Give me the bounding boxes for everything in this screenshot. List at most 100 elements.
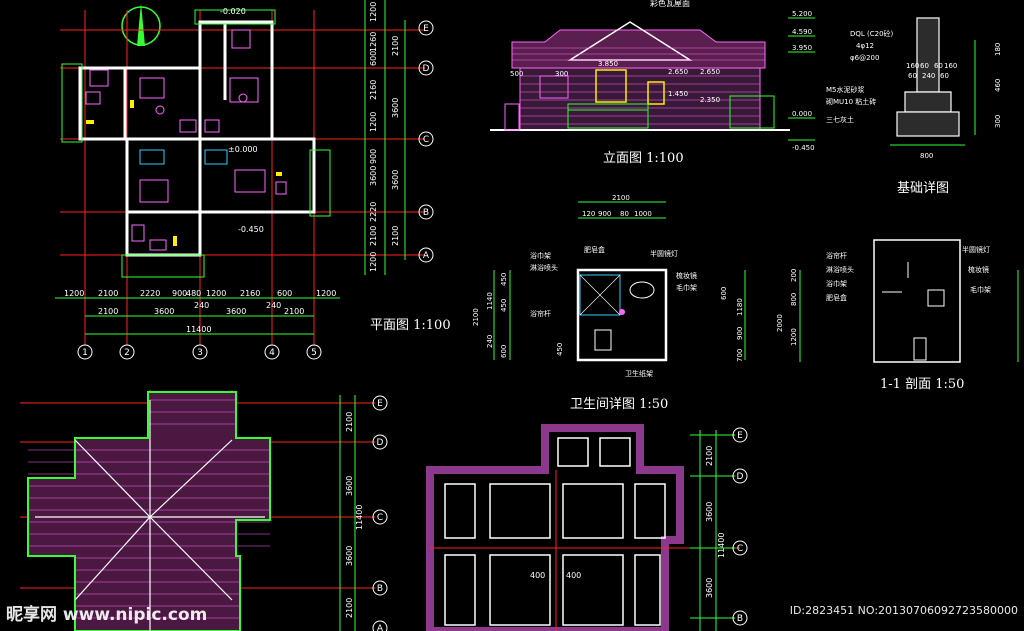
elev-mark-2: 2.650 bbox=[668, 68, 688, 76]
grid-num-4: 4 bbox=[269, 348, 275, 358]
plan-dim2-2: 3600 bbox=[154, 307, 174, 316]
bath-left-label-3: 浴帘杆 bbox=[530, 309, 551, 318]
found-rdim-3: 300 bbox=[994, 115, 1002, 128]
fplan-grid-d: D bbox=[737, 472, 744, 482]
bath-rdim-3: 900 bbox=[736, 327, 744, 340]
plan-dim2-5: 240 bbox=[266, 301, 281, 310]
plan-rdim-5: 1200 bbox=[369, 112, 378, 132]
elev-mark-1: 3.850 bbox=[598, 60, 618, 68]
fplan-dim-1: 400 bbox=[530, 571, 545, 580]
plan-rdim2-4: 2100 bbox=[391, 226, 400, 246]
grid-letter-c: C bbox=[423, 135, 429, 145]
roof-grid-b: B bbox=[377, 584, 383, 594]
found-dim-8: 800 bbox=[920, 152, 933, 160]
plan-dim2-6: 2100 bbox=[284, 307, 304, 316]
grid-num-5: 5 bbox=[311, 348, 317, 358]
plan-total: 11400 bbox=[186, 325, 211, 334]
bath-top-dim-5: 1000 bbox=[634, 210, 652, 218]
north-arrow-icon bbox=[121, 3, 161, 46]
found-dim-5: 60 bbox=[908, 72, 917, 80]
roof-grid-c: C bbox=[377, 513, 383, 523]
elev-mark-5: 2.350 bbox=[700, 96, 720, 104]
bath-right-label-3: 毛巾架 bbox=[676, 283, 697, 292]
elev-level-4: 0.000 bbox=[792, 110, 812, 118]
found-label-2: 4φ12 bbox=[856, 42, 874, 50]
elev-level-5: -0.450 bbox=[792, 144, 815, 152]
bath-ldim-5: 240 bbox=[486, 335, 494, 348]
found-rdim-2: 460 bbox=[994, 79, 1002, 92]
found-dim-6: 240 bbox=[922, 72, 935, 80]
plan-rdim-8: 2220 bbox=[369, 202, 378, 222]
found-dim-3: 60 bbox=[934, 62, 943, 70]
foundation-plan: 400 400 2100 3600 3600 11400 E D C B bbox=[426, 424, 748, 631]
foundation-detail: DQL (C20砼) 4φ12 φ6@200 M5水泥砂浆 砌MU10 粘土砖 … bbox=[826, 17, 1002, 196]
plan-title: 平面图 1:100 bbox=[370, 318, 451, 333]
bath-rdim-2: 1180 bbox=[736, 298, 744, 316]
fplan-dim-5: 3600 bbox=[705, 578, 714, 598]
bath-top-dim-2: 120 bbox=[582, 210, 595, 218]
grid-letter-d: D bbox=[423, 64, 430, 74]
plan-dim-1: 1200 bbox=[64, 289, 84, 298]
plan-rdim2-1: 2100 bbox=[391, 36, 400, 56]
section-detail: 浴帘杆 淋浴喷头 浴巾架 肥皂盒 半圆镜灯 梳妆镜 毛巾架 200 2000 8… bbox=[776, 239, 1019, 392]
elev-mark-6: 500 bbox=[510, 70, 523, 78]
plan-dim-5: 480 bbox=[186, 289, 201, 298]
roof-plan: 2100 3600 3600 2100 11400 E D C B A bbox=[20, 390, 388, 631]
grid-letter-a: A bbox=[423, 251, 430, 261]
sec-dim-1: 200 bbox=[790, 269, 798, 282]
plan-rdim-10: 1200 bbox=[369, 252, 378, 272]
found-rdim-1: 180 bbox=[994, 43, 1002, 56]
found-dim-7: 60 bbox=[940, 72, 949, 80]
plan-rdim-4: 2160 bbox=[369, 80, 378, 100]
found-dim-1: 160 bbox=[906, 62, 919, 70]
plan-dim-7: 2160 bbox=[240, 289, 260, 298]
found-label-1: DQL (C20砼) bbox=[850, 29, 894, 38]
bath-left-label-2: 淋浴喷头 bbox=[530, 263, 558, 272]
bath-ldim-4: 2100 bbox=[472, 308, 480, 326]
plan-rdim-1: 1200 bbox=[369, 2, 378, 22]
bath-top-dim-3: 900 bbox=[598, 210, 611, 218]
fplan-grid-b: B bbox=[737, 614, 743, 624]
elev-level-3: 3.950 bbox=[792, 44, 812, 52]
bath-top-label: 肥皂盒 bbox=[584, 245, 605, 254]
plan-dim2-1: 2100 bbox=[98, 307, 118, 316]
watermark-id: ID:2823451 NO:20130706092723580000 bbox=[789, 604, 1018, 617]
fplan-dim-2: 400 bbox=[566, 571, 581, 580]
fplan-dim-3: 2100 bbox=[705, 446, 714, 466]
watermark-logo: 昵享网 www.nipic.com bbox=[6, 605, 208, 625]
bath-ldim-2: 450 bbox=[500, 273, 508, 286]
bathroom-detail: 2100 120 900 80 1000 浴巾架 淋浴喷头 浴帘杆 半圆镜灯 梳… bbox=[472, 194, 746, 412]
elev-mark-7: 300 bbox=[555, 70, 568, 78]
grid-num-3: 3 bbox=[197, 348, 203, 358]
sec-right-label-1: 半圆镜灯 bbox=[962, 245, 990, 254]
fplan-grid-e: E bbox=[737, 431, 743, 441]
level-low: -0.450 bbox=[238, 225, 264, 234]
bath-bottom-label: 卫生纸架 bbox=[625, 369, 653, 378]
sec-right-label-2: 梳妆镜 bbox=[968, 265, 989, 274]
plan-rdim-7: 3600 bbox=[369, 166, 378, 186]
fplan-grid-c: C bbox=[737, 544, 743, 554]
bath-ldim-1: 1140 bbox=[486, 292, 494, 310]
plan-dim-8: 600 bbox=[277, 289, 292, 298]
found-dim-4: 160 bbox=[944, 62, 957, 70]
plan-rdim-6: 900 bbox=[369, 149, 378, 164]
roof-grid-a: A bbox=[377, 624, 384, 631]
bath-rdim-4: 700 bbox=[736, 349, 744, 362]
elev-mark-4: 1.450 bbox=[668, 90, 688, 98]
plan-dim2-3: 240 bbox=[194, 301, 209, 310]
section-title: 1-1 剖面 1:50 bbox=[880, 377, 964, 392]
sec-left-label-1: 浴帘杆 bbox=[826, 251, 847, 260]
bath-top-dim-4: 80 bbox=[620, 210, 629, 218]
grid-num-1: 1 bbox=[82, 348, 88, 358]
sec-dim-4: 1200 bbox=[790, 328, 798, 346]
elev-mark-3: 2.650 bbox=[700, 68, 720, 76]
grid-num-2: 2 bbox=[124, 348, 130, 358]
elevation: 彩色瓦屋面 5.200 4.590 3.950 0.000 -0.450 3.8… bbox=[490, 0, 815, 166]
sec-left-label-2: 淋浴喷头 bbox=[826, 265, 854, 274]
roof-dim-3: 3600 bbox=[345, 546, 354, 566]
plan-rdim2-2: 3600 bbox=[391, 98, 400, 118]
plan-rdim2-3: 3600 bbox=[391, 170, 400, 190]
sec-dim-3: 800 bbox=[790, 293, 798, 306]
found-label-4: M5水泥砂浆 bbox=[826, 85, 865, 94]
